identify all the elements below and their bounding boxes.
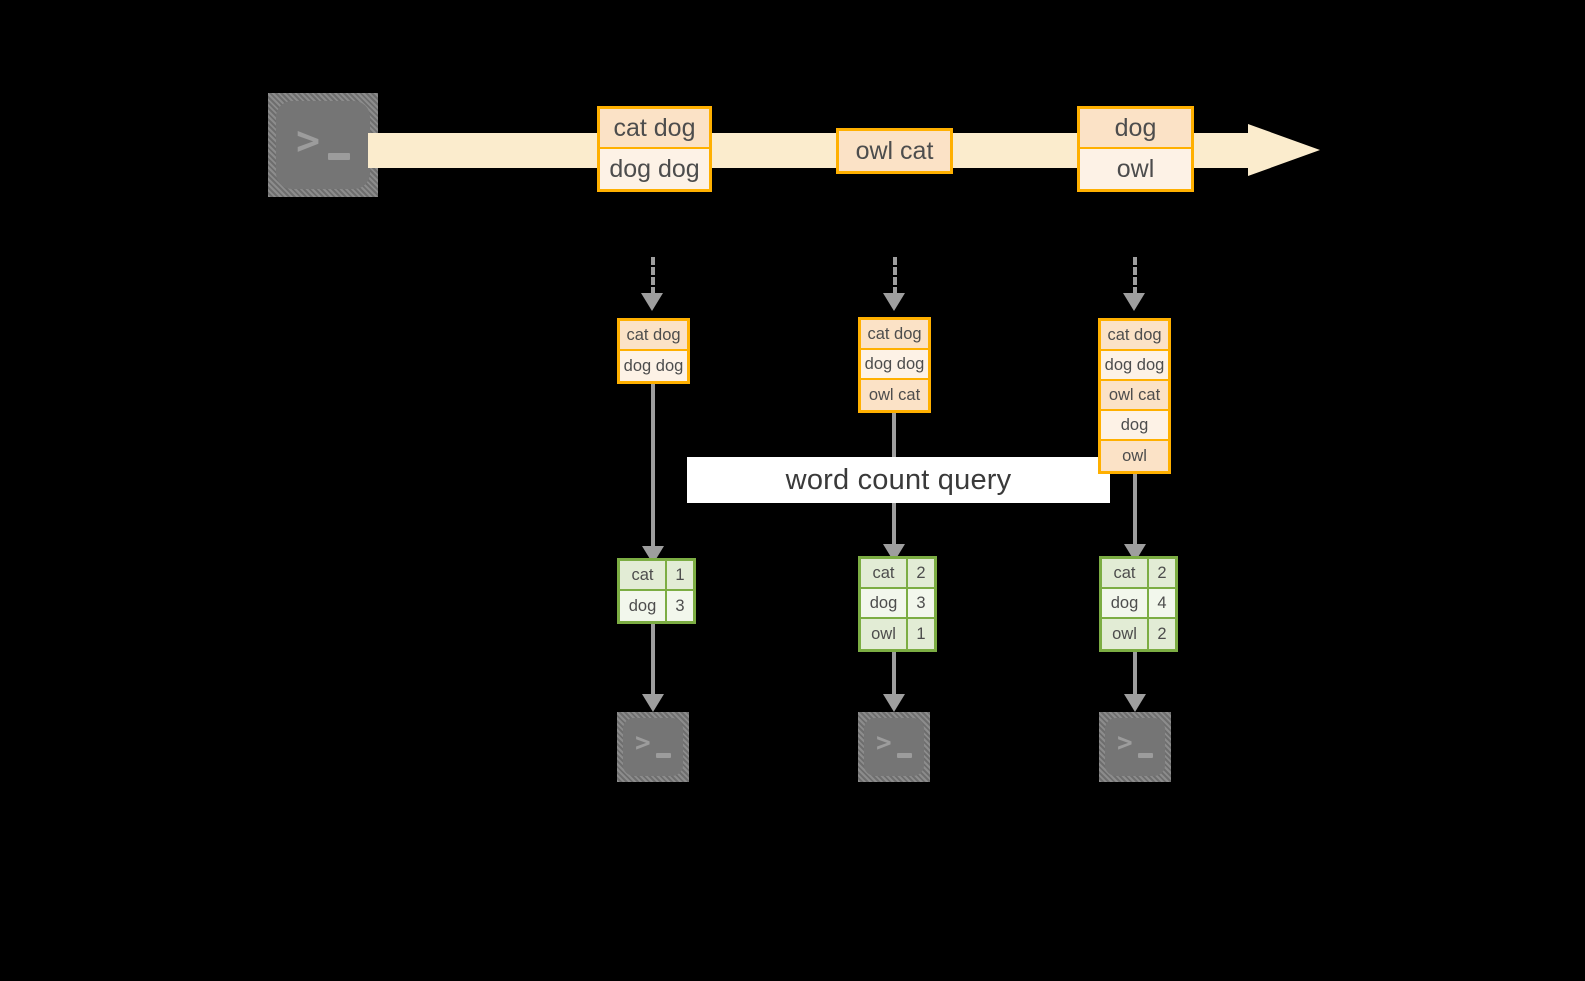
snapshot-2-result-table[interactable]: cat 2 dog 3 owl 1: [858, 556, 937, 652]
snapshot-3-result-table[interactable]: cat 2 dog 4 owl 2: [1099, 556, 1178, 652]
query-label-band: word count query: [687, 457, 1110, 503]
snapshot-event-row: cat dog: [1101, 321, 1168, 351]
stream-event-group-2[interactable]: owl cat: [836, 128, 953, 174]
console-terminal-icon-client-2[interactable]: >: [858, 712, 930, 782]
snapshot-event-row: cat dog: [620, 321, 687, 351]
result-word-cell: cat: [620, 561, 667, 589]
prompt-cursor-icon: [897, 753, 912, 758]
result-word-cell: cat: [1102, 559, 1149, 587]
result-word-cell: dog: [620, 591, 667, 621]
snapshot-3-output-line: [1133, 650, 1137, 700]
console-terminal-icon-source[interactable]: >: [268, 93, 378, 197]
result-word-cell: cat: [861, 559, 908, 587]
console-terminal-icon-client-3[interactable]: >: [1099, 712, 1171, 782]
console-terminal-icon-client-1[interactable]: >: [617, 712, 689, 782]
snapshot-3-query-line: [1133, 474, 1137, 552]
snapshot-event-row: dog: [1101, 411, 1168, 441]
event-line: dog dog: [600, 149, 709, 189]
snapshot-event-row: dog dog: [861, 350, 928, 380]
snapshot-1-result-table[interactable]: cat 1 dog 3: [617, 558, 696, 624]
console-screen: >: [276, 101, 370, 189]
snapshot-2-event-table[interactable]: cat dog dog dog owl cat: [858, 317, 931, 413]
event-line: dog: [1080, 109, 1191, 149]
console-screen: >: [623, 718, 683, 776]
snapshot-event-row: owl cat: [1101, 381, 1168, 411]
table-row: owl 2: [1102, 619, 1175, 649]
snapshot-1-feed-arrowhead-icon: [641, 293, 663, 311]
snapshot-3-output-arrowhead-icon: [1124, 694, 1146, 712]
snapshot-event-row: cat dog: [861, 320, 928, 350]
table-row: cat 2: [861, 559, 934, 589]
result-count-cell: 3: [908, 589, 934, 617]
table-row: owl 1: [861, 619, 934, 649]
result-word-cell: owl: [1102, 619, 1149, 649]
snapshot-2-feed-arrowhead-icon: [883, 293, 905, 311]
result-word-cell: owl: [861, 619, 908, 649]
prompt-chevron-icon: >: [1117, 728, 1133, 758]
event-line: cat dog: [600, 109, 709, 149]
snapshot-2-output-line: [892, 650, 896, 700]
result-count-cell: 2: [1149, 619, 1175, 649]
result-count-cell: 1: [908, 619, 934, 649]
console-screen: >: [864, 718, 924, 776]
snapshot-event-row: dog dog: [1101, 351, 1168, 381]
snapshot-1-output-arrowhead-icon: [642, 694, 664, 712]
result-word-cell: dog: [861, 589, 908, 617]
prompt-cursor-icon: [1138, 753, 1153, 758]
event-line: owl: [1080, 149, 1191, 189]
result-count-cell: 2: [908, 559, 934, 587]
prompt-cursor-icon: [328, 153, 350, 160]
snapshot-1-query-line: [651, 382, 655, 552]
snapshot-event-row: dog dog: [620, 351, 687, 381]
snapshot-event-row: owl cat: [861, 380, 928, 410]
table-row: dog 3: [861, 589, 934, 619]
prompt-cursor-icon: [656, 753, 671, 758]
table-row: cat 2: [1102, 559, 1175, 589]
result-word-cell: dog: [1102, 589, 1149, 617]
result-count-cell: 3: [667, 591, 693, 621]
snapshot-3-event-table[interactable]: cat dog dog dog owl cat dog owl: [1098, 318, 1171, 474]
stream-event-group-1[interactable]: cat dog dog dog: [597, 106, 712, 192]
result-count-cell: 2: [1149, 559, 1175, 587]
prompt-chevron-icon: >: [296, 118, 321, 164]
prompt-chevron-icon: >: [635, 728, 651, 758]
snapshot-1-feed-line: [651, 257, 655, 295]
table-row: dog 4: [1102, 589, 1175, 619]
snapshot-3-feed-line: [1133, 257, 1137, 295]
result-count-cell: 4: [1149, 589, 1175, 617]
table-row: cat 1: [620, 561, 693, 591]
stream-arrow-head-icon: [1248, 124, 1320, 176]
stream-event-group-3[interactable]: dog owl: [1077, 106, 1194, 192]
snapshot-2-output-arrowhead-icon: [883, 694, 905, 712]
snapshot-event-row: owl: [1101, 441, 1168, 471]
result-count-cell: 1: [667, 561, 693, 589]
prompt-chevron-icon: >: [876, 728, 892, 758]
snapshot-1-output-line: [651, 622, 655, 700]
query-label-text: word count query: [785, 463, 1012, 496]
snapshot-1-event-table[interactable]: cat dog dog dog: [617, 318, 690, 384]
event-line: owl cat: [839, 131, 950, 171]
table-row: dog 3: [620, 591, 693, 621]
console-screen: >: [1105, 718, 1165, 776]
snapshot-3-feed-arrowhead-icon: [1123, 293, 1145, 311]
snapshot-2-feed-line: [893, 257, 897, 295]
